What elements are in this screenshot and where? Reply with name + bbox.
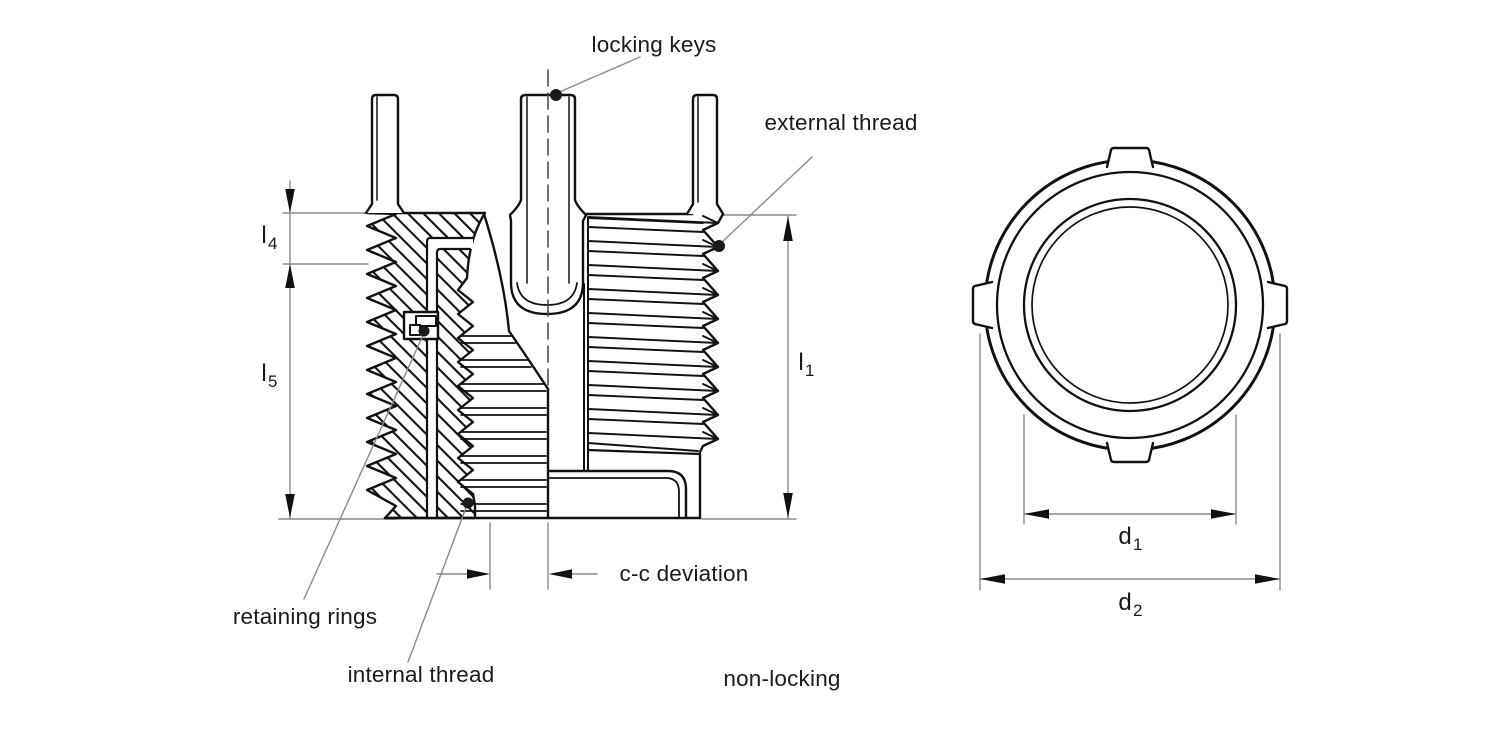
left-locking-key — [364, 93, 406, 215]
top-view-keys — [971, 146, 1289, 464]
label-non-locking: non-locking — [723, 666, 841, 691]
top-view-dimension-lines — [979, 333, 1281, 591]
locking-keys — [364, 93, 725, 316]
dim-label-d2: d2 — [1118, 589, 1143, 620]
dim-label-l1: l1 — [798, 349, 815, 380]
top-view-circles — [983, 158, 1277, 452]
key-south — [1105, 441, 1155, 464]
leader-dots — [418, 89, 725, 509]
center-locking-key — [508, 93, 588, 316]
key-north — [1105, 146, 1155, 169]
top-view-arrows — [980, 509, 1280, 584]
counterbore-scoop — [482, 212, 550, 391]
pilot-counterbore — [546, 469, 688, 520]
top-view — [971, 146, 1289, 591]
right-locking-key — [685, 93, 725, 216]
label-retaining-rings: retaining rings — [232, 604, 378, 629]
dim-label-d1: d1 — [1118, 523, 1143, 554]
dimension-lines — [278, 180, 797, 590]
label-cc-deviation: c-c deviation — [619, 561, 749, 586]
keyway-slot — [425, 236, 475, 520]
dim-label-l5: l5 — [261, 360, 278, 391]
label-internal-thread: internal thread — [347, 662, 495, 687]
thread-runout — [586, 448, 702, 456]
internal-thread-bore-lines — [460, 335, 547, 512]
key-east — [1266, 280, 1289, 330]
key-west — [971, 280, 994, 330]
label-locking-keys: locking keys — [591, 32, 717, 57]
external-thread-elevation — [587, 212, 725, 454]
label-external-thread: external thread — [764, 110, 918, 135]
callout-leaders — [303, 56, 813, 663]
side-section-view — [278, 56, 813, 663]
dim-label-l4: l4 — [261, 222, 278, 253]
dimension-arrows — [285, 189, 793, 579]
